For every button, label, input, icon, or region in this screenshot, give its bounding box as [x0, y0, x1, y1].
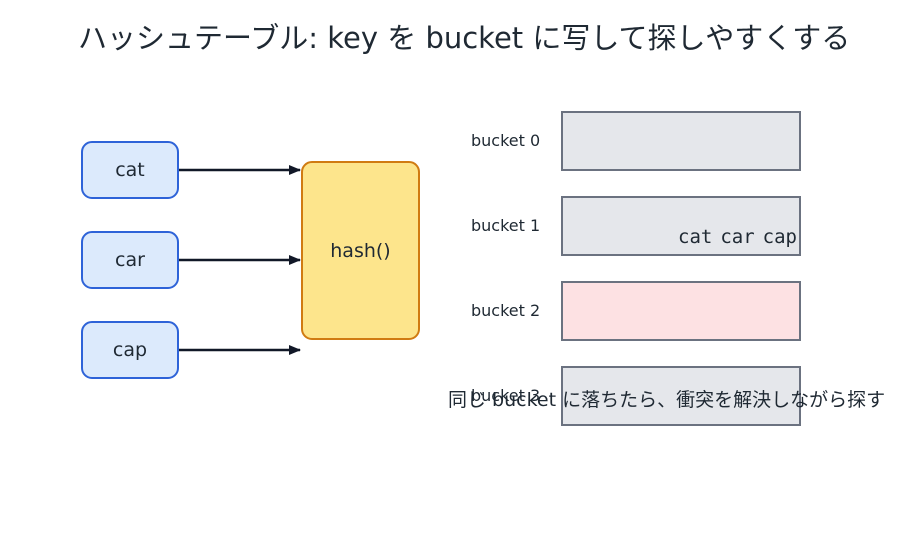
bucket-entry: car [720, 226, 755, 248]
page-title: ハッシュテーブル: key を bucket に写して探しやすくする [78, 21, 851, 55]
bucket-label: bucket 1 [471, 216, 541, 235]
key-node: cat [81, 141, 179, 199]
bucket-label: bucket 0 [471, 131, 541, 150]
hash-function-node: hash() [301, 161, 420, 340]
bucket-entry: cap [762, 226, 797, 248]
bucket-slot [561, 111, 801, 171]
key-node: cap [81, 321, 179, 379]
key-node: car [81, 231, 179, 289]
bucket-label: bucket 3 [471, 386, 541, 405]
collision-note: 同じ bucket に落ちたら、衝突を解決しながら探す [448, 389, 886, 411]
bucket-slot-highlighted [561, 281, 801, 341]
bucket-entry: cat [678, 226, 713, 248]
bucket-label: bucket 2 [471, 301, 541, 320]
bucket-slot [561, 366, 801, 426]
